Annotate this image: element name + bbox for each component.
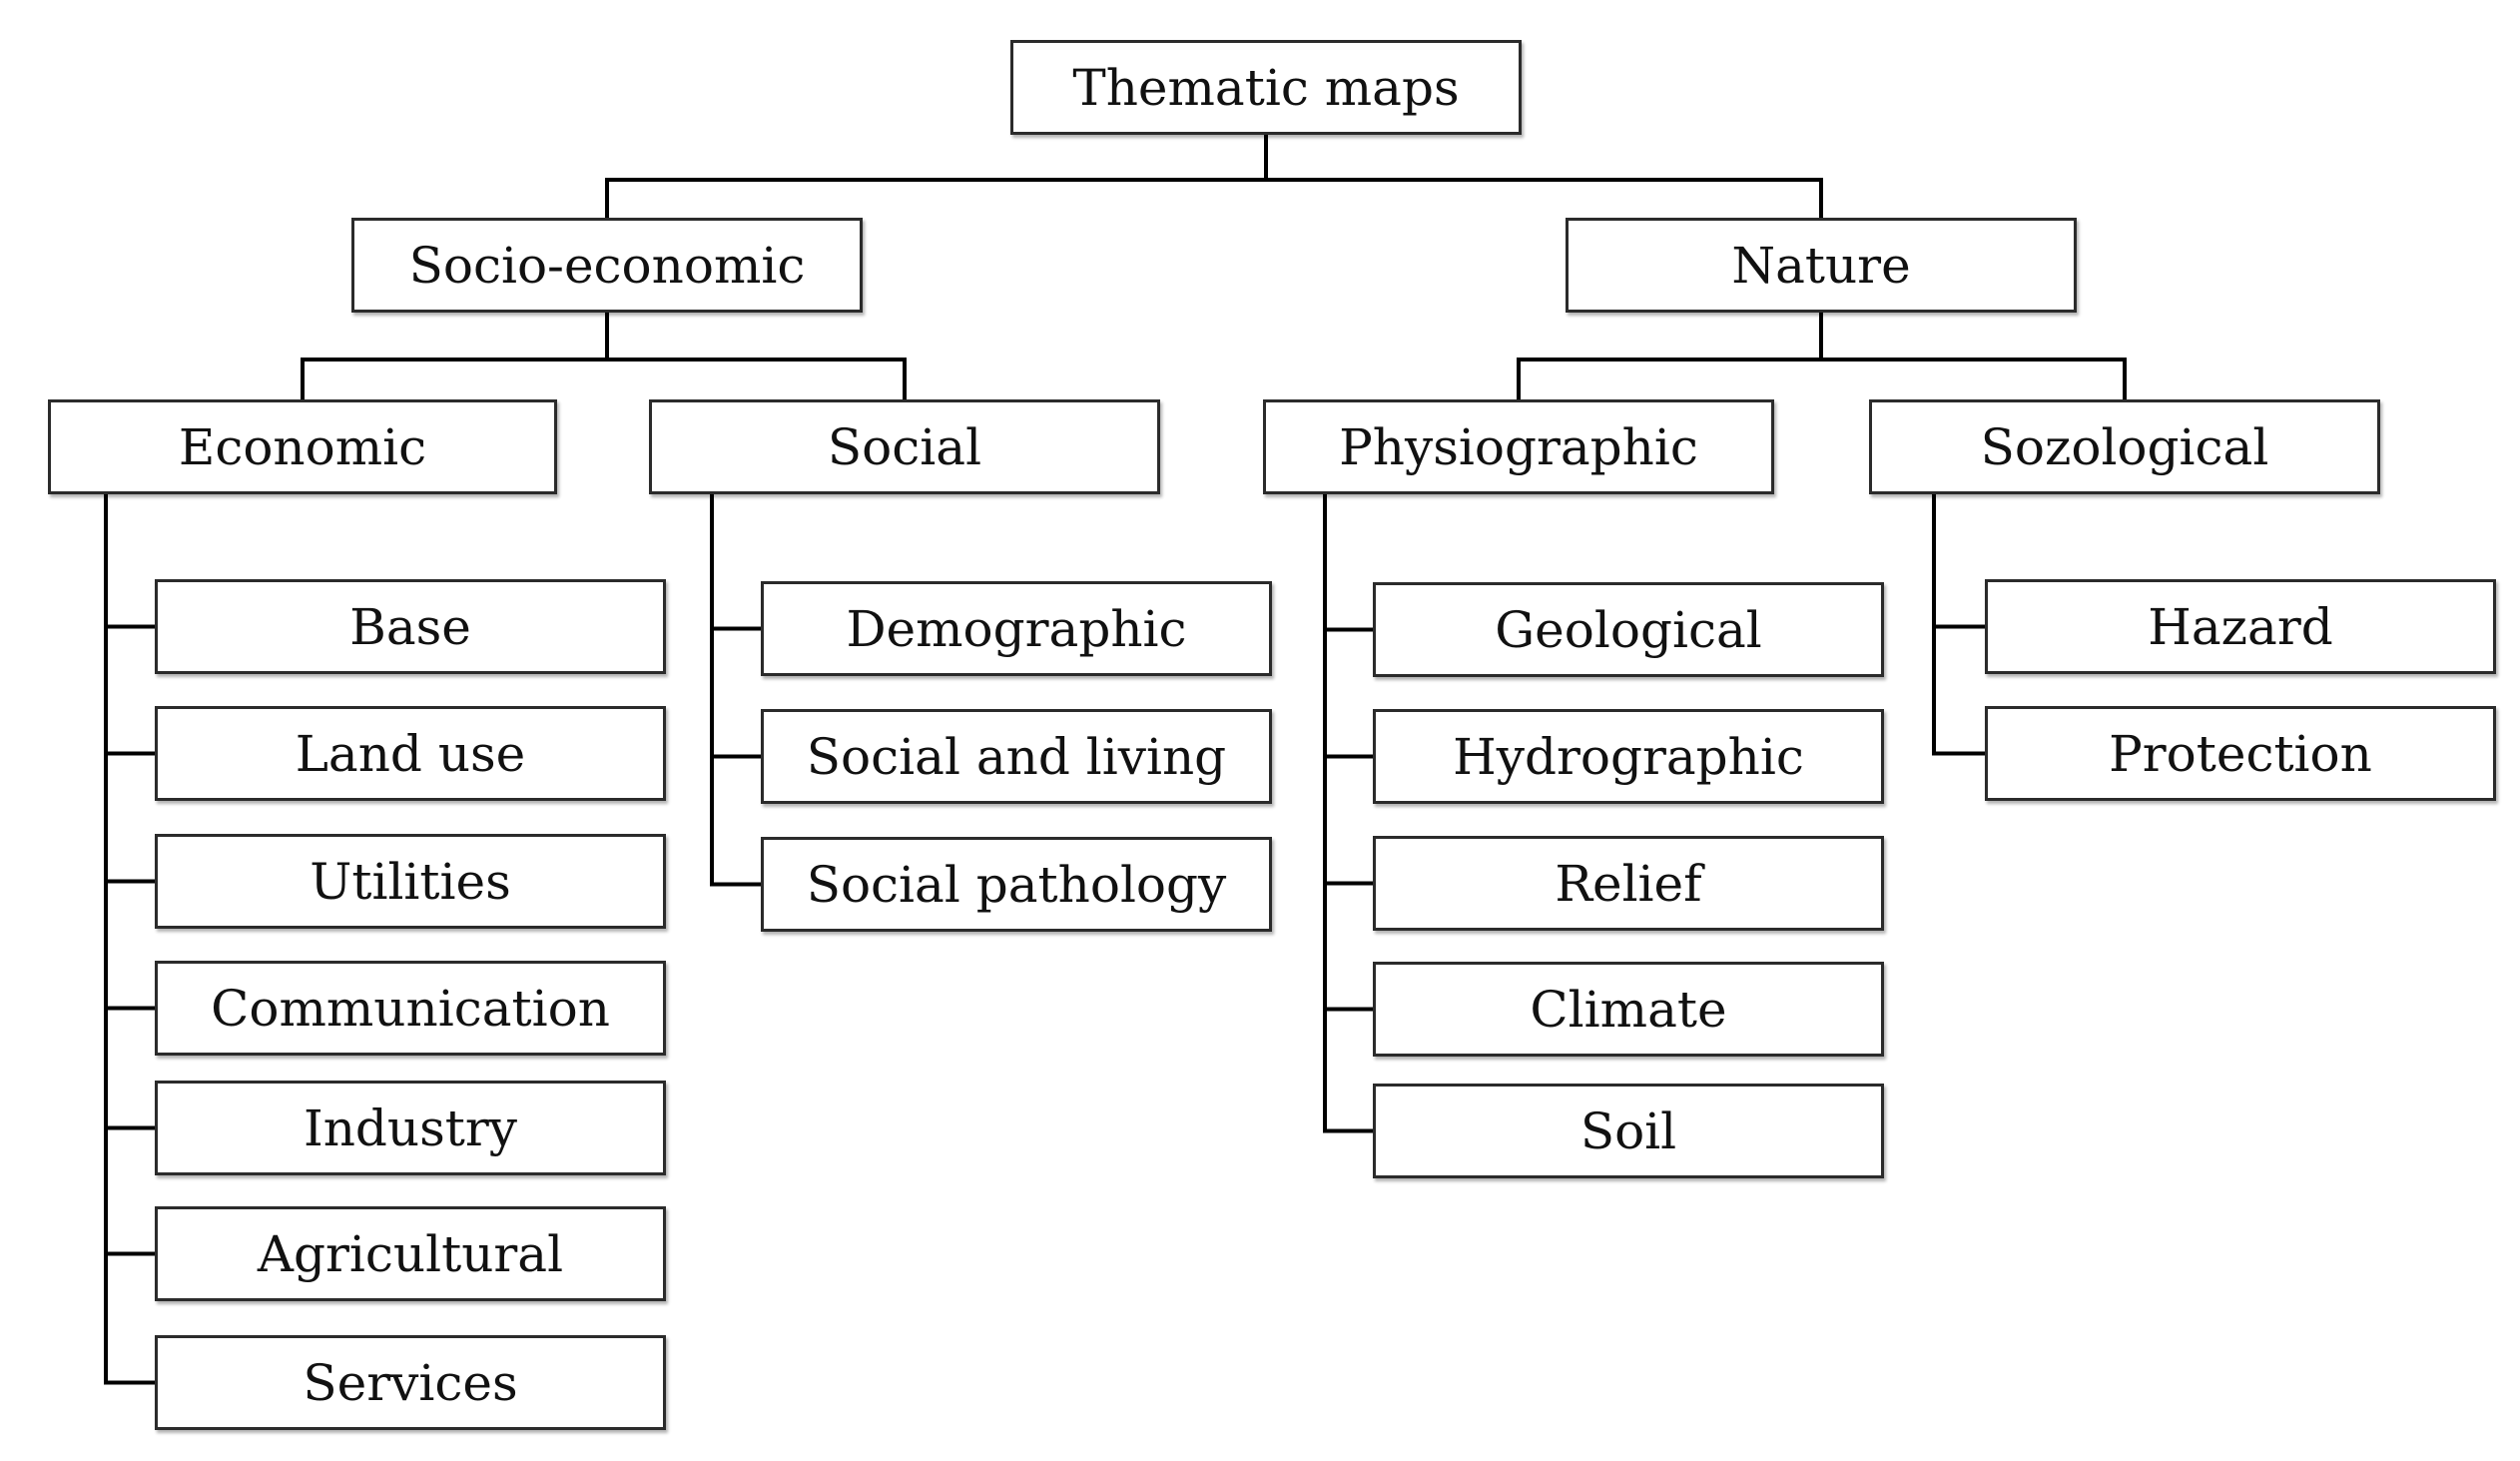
node-physiographic: Physiographic [1263, 399, 1774, 494]
leaf-land-use: Land use [155, 706, 666, 801]
leaf-social-and-living: Social and living [761, 709, 1272, 804]
leaf-soil: Soil [1373, 1084, 1884, 1178]
leaf-utilities: Utilities [155, 834, 666, 929]
leaf-protection: Protection [1985, 706, 2496, 801]
node-nature: Nature [1566, 218, 2077, 313]
node-socio-economic: Socio-economic [351, 218, 863, 313]
leaf-hydrographic: Hydrographic [1373, 709, 1884, 804]
leaf-social-pathology: Social pathology [761, 837, 1272, 932]
leaf-base: Base [155, 579, 666, 674]
leaf-geological: Geological [1373, 582, 1884, 677]
node-thematic-maps: Thematic maps [1010, 40, 1522, 135]
leaf-agricultural: Agricultural [155, 1206, 666, 1301]
leaf-relief: Relief [1373, 836, 1884, 931]
node-sozological: Sozological [1869, 399, 2380, 494]
leaf-climate: Climate [1373, 962, 1884, 1057]
leaf-communication: Communication [155, 961, 666, 1056]
leaf-services: Services [155, 1335, 666, 1430]
leaf-hazard: Hazard [1985, 579, 2496, 674]
node-social: Social [649, 399, 1160, 494]
node-economic: Economic [48, 399, 557, 494]
leaf-industry: Industry [155, 1081, 666, 1175]
leaf-demographic: Demographic [761, 581, 1272, 676]
